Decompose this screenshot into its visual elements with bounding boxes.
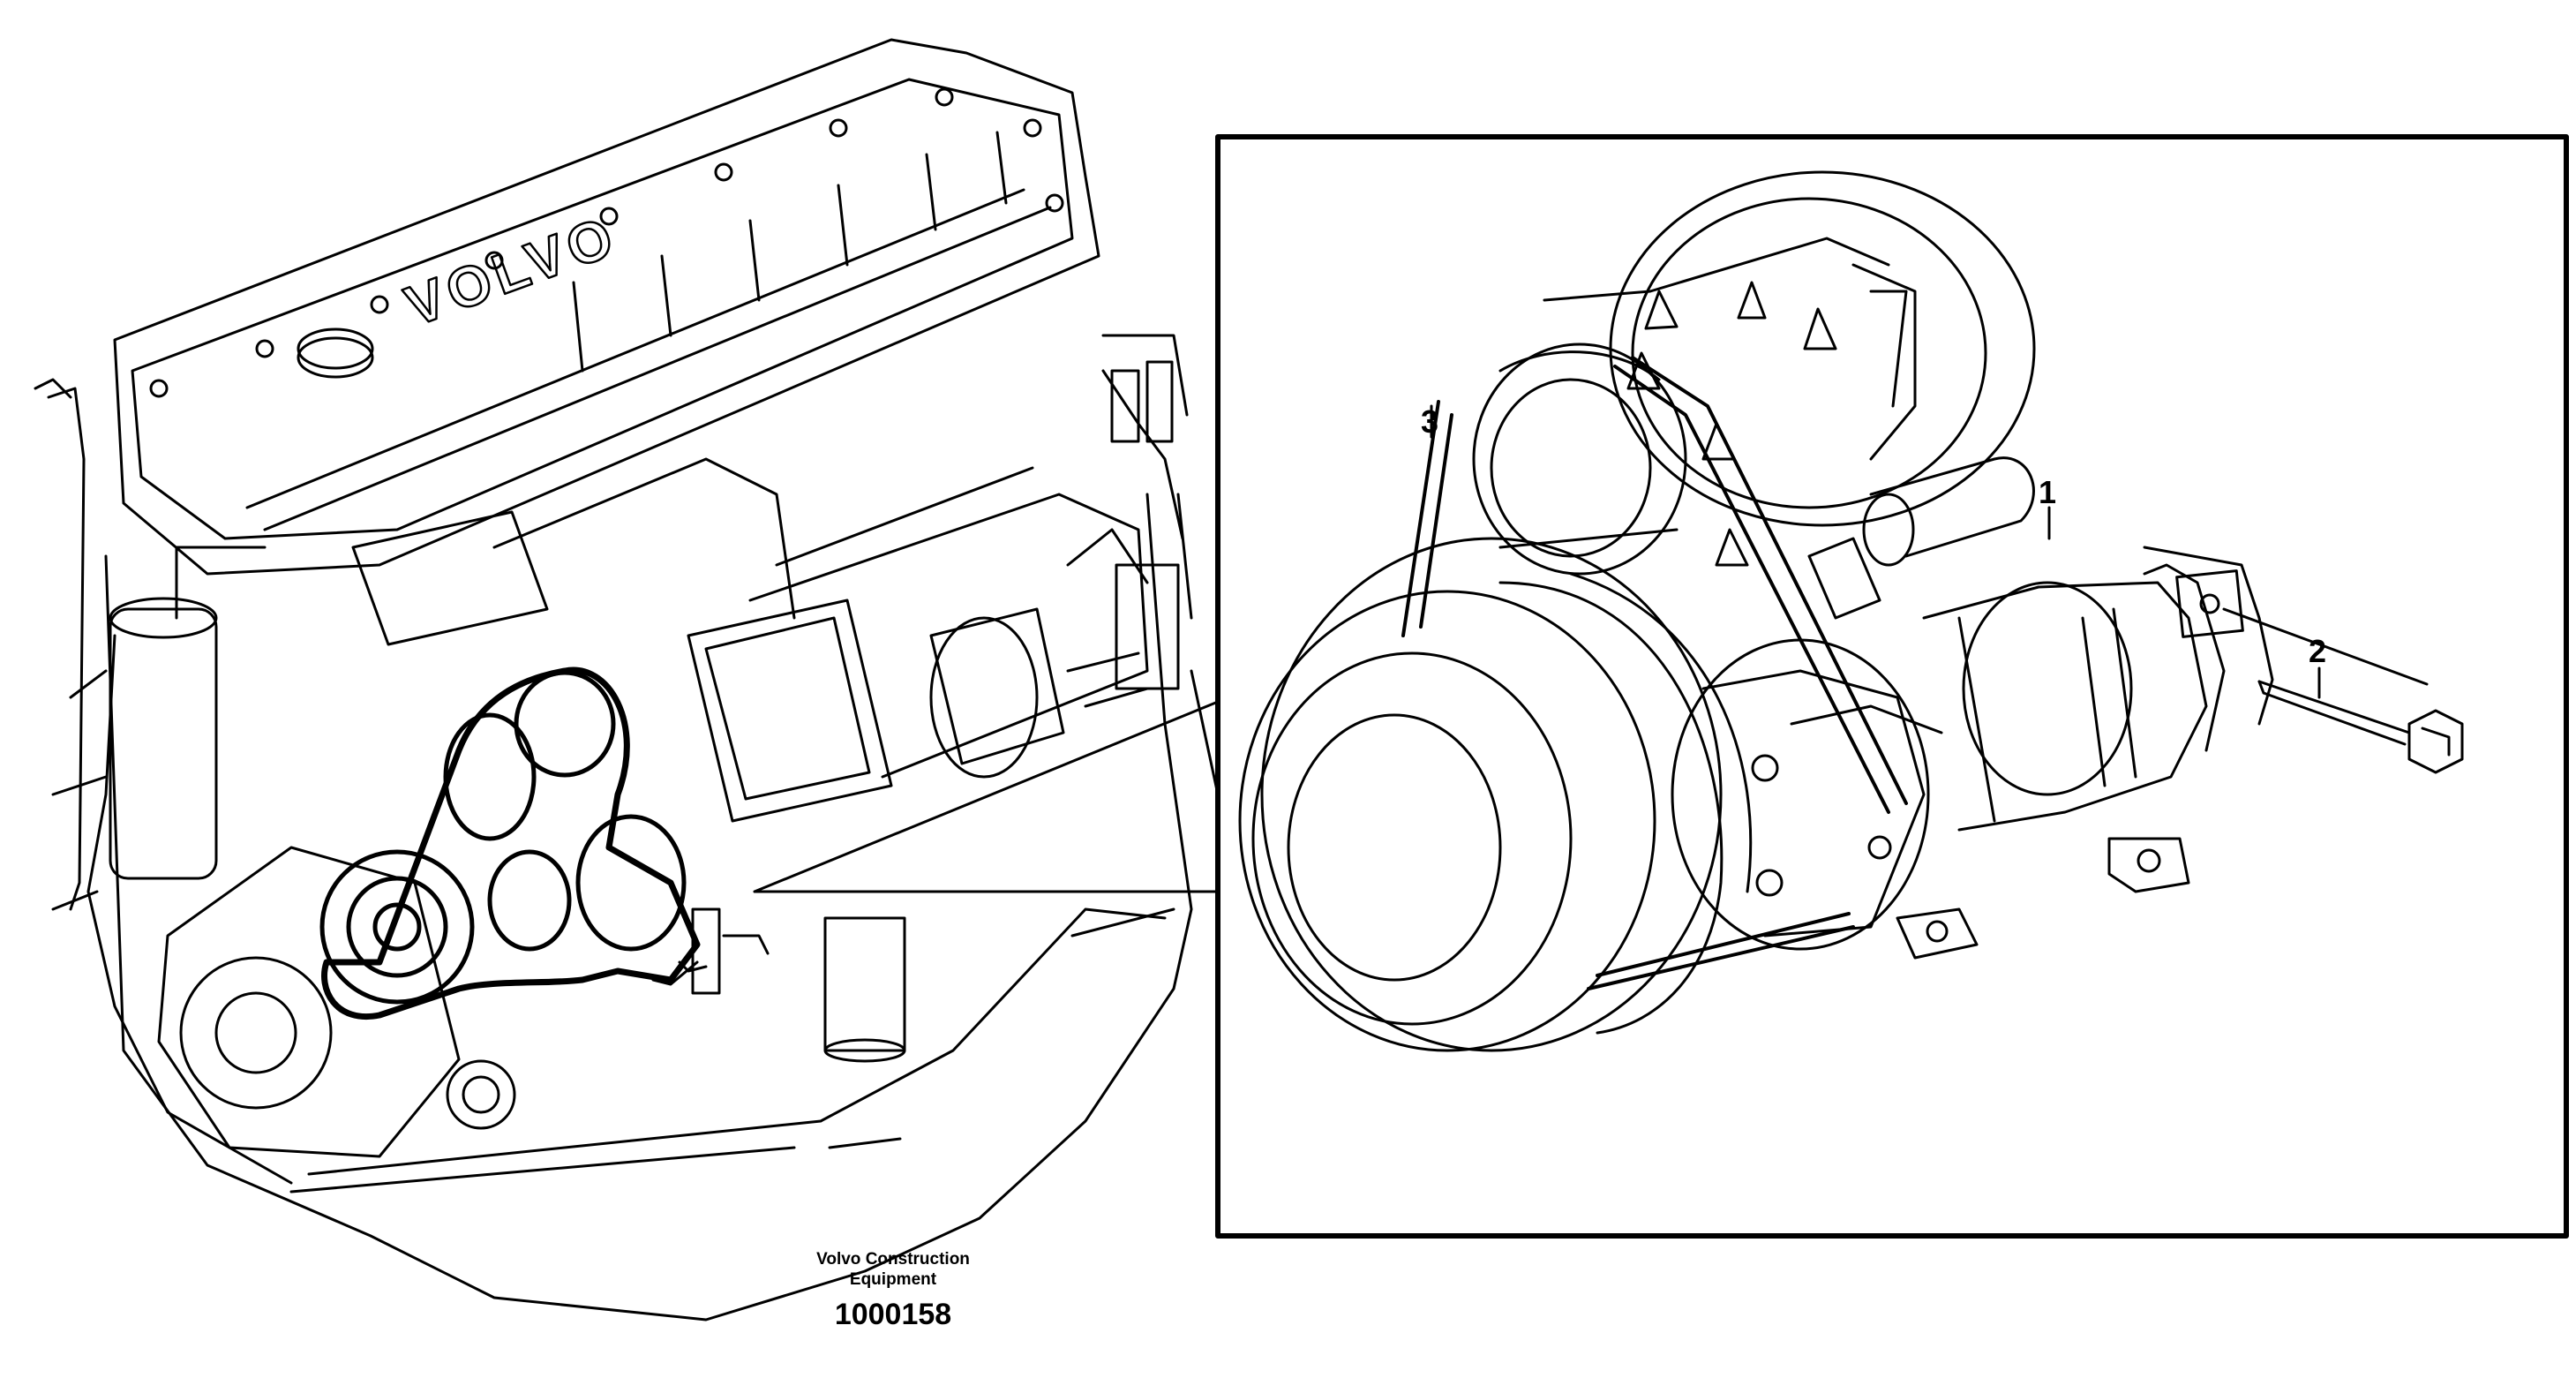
cover-bolts — [149, 87, 1064, 398]
crankshaft-pulley — [1238, 528, 1753, 1052]
top-pulley — [1543, 170, 2036, 567]
crank-pulley-overview — [446, 1059, 516, 1130]
valve-cover-brand: VOLVO — [397, 203, 626, 338]
belt-drive-highlight — [321, 666, 701, 1020]
mounting-bolt — [2222, 607, 2464, 774]
ac-compressor — [1807, 456, 2274, 960]
callout-3: 3 — [1421, 403, 1438, 440]
credit-line-2: Equipment — [850, 1270, 937, 1289]
fuel-filter — [109, 607, 218, 880]
drive-belt — [1401, 356, 1908, 990]
callout-2: 2 — [2309, 633, 2326, 669]
oil-pan — [307, 907, 1167, 1176]
engine-overview: VOLVO — [34, 38, 1220, 1322]
idler-pulley — [1472, 343, 1687, 576]
valve-cover — [113, 38, 1100, 576]
mount-bolt-hole — [2199, 593, 2220, 614]
detail-frame — [1215, 134, 2569, 1239]
engine-block — [104, 493, 1193, 1322]
detail-leader — [753, 700, 1220, 893]
belt-tensioner — [1671, 638, 1943, 951]
detail-view — [1238, 170, 2464, 1052]
filters-right — [929, 563, 1180, 779]
figure-number: 1000158 — [835, 1298, 951, 1331]
credit-line-1: Volvo Construction — [816, 1250, 970, 1269]
callout-1: 1 — [2039, 474, 2056, 510]
oil-filler-cap — [297, 336, 374, 379]
crank-pulley-small — [319, 849, 475, 1005]
ecu-module — [687, 599, 893, 823]
